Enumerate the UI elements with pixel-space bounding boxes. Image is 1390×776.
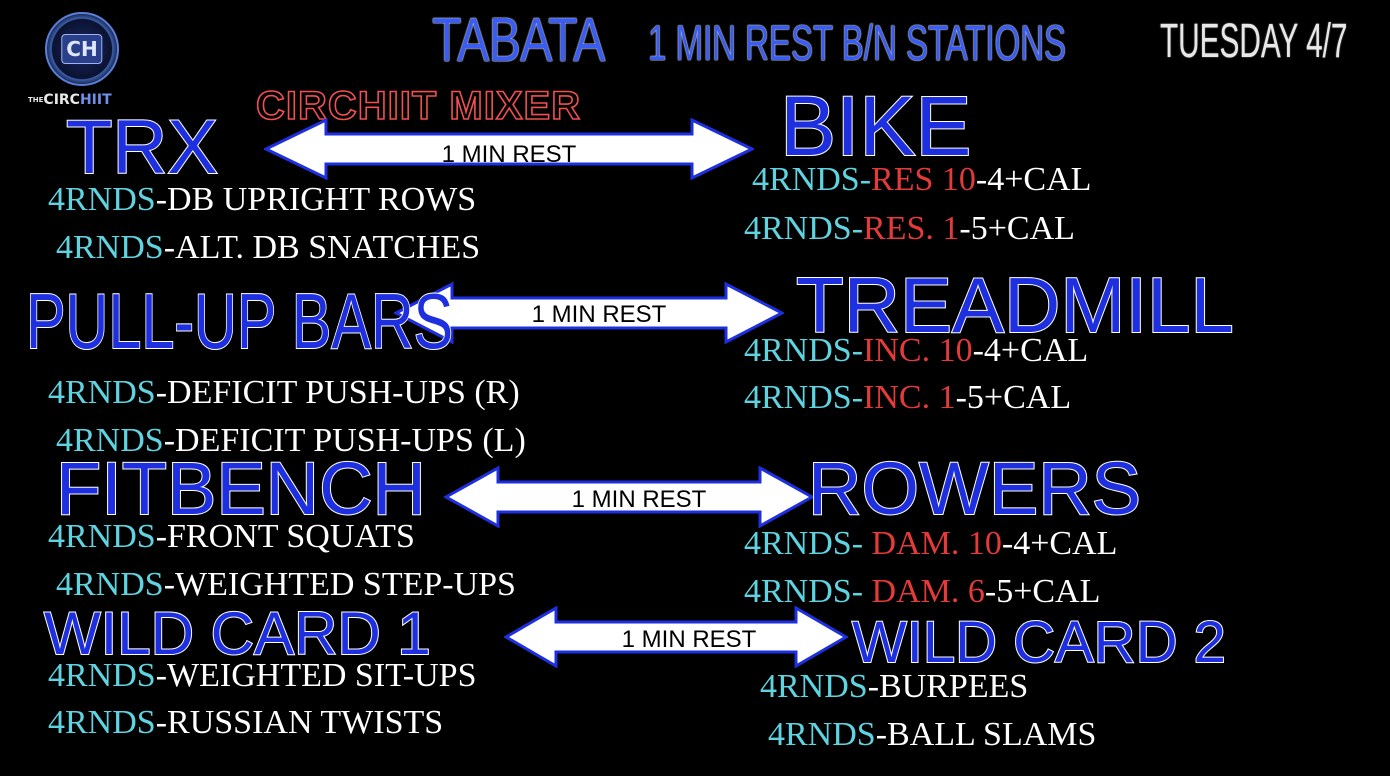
fitbench-line-1: 4RNDS-FRONT SQUATS bbox=[48, 520, 415, 554]
station-fitbench-title: FITBENCH bbox=[55, 447, 427, 530]
rounds-label: 4RNDS bbox=[48, 704, 156, 741]
exercise-text: -5+CAL bbox=[955, 379, 1072, 416]
rounds-label: 4RNDS bbox=[48, 181, 156, 218]
rest-label-2: 1 MIN REST bbox=[531, 301, 667, 328]
rounds-label: 4RNDS bbox=[48, 518, 156, 555]
bike-line-2: 4RNDS-RES. 1-5+CAL bbox=[744, 212, 1075, 246]
station-trx-title: TRX bbox=[65, 105, 219, 190]
exercise-text: -5+CAL bbox=[984, 573, 1101, 610]
rounds-label: 4RNDS- bbox=[752, 161, 872, 198]
treadmill-line-2: 4RNDS-INC. 1-5+CAL bbox=[744, 381, 1071, 415]
exercise-text: -DEFICIT PUSH-UPS (L) bbox=[163, 422, 526, 459]
rest-arrow-4 bbox=[504, 606, 848, 668]
treadmill-line-1: 4RNDS-INC. 10-4+CAL bbox=[744, 334, 1088, 368]
exercise-text: -ALT. DB SNATCHES bbox=[163, 229, 481, 266]
exercise-text: -4+CAL bbox=[972, 332, 1089, 369]
wildcard2-line-2: 4RNDS-BALL SLAMS bbox=[768, 718, 1096, 752]
rest-arrow-3 bbox=[444, 466, 814, 528]
rounds-label: 4RNDS- bbox=[744, 379, 864, 416]
brand-prefix: THE bbox=[28, 96, 44, 104]
station-wildcard1-title: WILD CARD 1 bbox=[43, 600, 432, 667]
rounds-label: 4RNDS- bbox=[744, 573, 872, 610]
rounds-label: 4RNDS bbox=[56, 229, 164, 266]
rest-label-1: 1 MIN REST bbox=[441, 141, 577, 168]
setting-label: DAM. 6 bbox=[871, 573, 985, 610]
rounds-label: 4RNDS bbox=[48, 374, 156, 411]
workout-subtitle: 1 MIN REST B/N STATIONS bbox=[648, 15, 1067, 71]
setting-label: RES. 1 bbox=[863, 210, 960, 247]
rounds-label: 4RNDS- bbox=[744, 210, 864, 247]
rounds-label: 4RNDS bbox=[760, 668, 868, 705]
exercise-text: -WEIGHTED STEP-UPS bbox=[163, 566, 516, 603]
rowers-line-2: 4RNDS- DAM. 6-5+CAL bbox=[744, 575, 1100, 609]
exercise-text: -BALL SLAMS bbox=[875, 716, 1097, 753]
rounds-label: 4RNDS bbox=[768, 716, 876, 753]
rest-arrow-2 bbox=[394, 282, 784, 344]
rounds-label: 4RNDS bbox=[48, 657, 156, 694]
setting-label: INC. 10 bbox=[863, 332, 973, 369]
exercise-text: -BURPEES bbox=[867, 668, 1029, 705]
exercise-text: -5+CAL bbox=[959, 210, 1075, 247]
setting-label: DAM. 10 bbox=[871, 525, 1002, 562]
circhiit-logo: CH bbox=[45, 12, 119, 86]
exercise-text: -FRONT SQUATS bbox=[155, 518, 415, 555]
wildcard1-line-2: 4RNDS-RUSSIAN TWISTS bbox=[48, 706, 443, 740]
pullup-line-1: 4RNDS-DEFICIT PUSH-UPS (R) bbox=[48, 376, 520, 410]
rest-label-3: 1 MIN REST bbox=[571, 486, 707, 513]
rowers-line-1: 4RNDS- DAM. 10-4+CAL bbox=[744, 527, 1117, 561]
station-rowers-title: ROWERS bbox=[807, 447, 1142, 530]
brand-accent: HIIT bbox=[79, 92, 112, 108]
wildcard2-line-1: 4RNDS-BURPEES bbox=[760, 670, 1028, 704]
exercise-text: -4+CAL bbox=[1001, 525, 1118, 562]
pullup-line-2: 4RNDS-DEFICIT PUSH-UPS (L) bbox=[56, 424, 526, 458]
logo-monogram: CH bbox=[61, 34, 103, 64]
brand-main: CIRC bbox=[43, 92, 80, 108]
exercise-text: -DEFICIT PUSH-UPS (R) bbox=[155, 374, 520, 411]
rounds-label: 4RNDS bbox=[56, 566, 164, 603]
rounds-label: 4RNDS bbox=[56, 422, 164, 459]
station-pullup-title: PULL-UP BARS bbox=[25, 277, 454, 365]
station-bike-title: BIKE bbox=[779, 79, 972, 173]
brand-wordmark: THECIRCHIIT bbox=[28, 92, 112, 108]
rounds-label: 4RNDS- bbox=[744, 525, 872, 562]
rounds-label: 4RNDS- bbox=[744, 332, 864, 369]
wildcard1-line-1: 4RNDS-WEIGHTED SIT-UPS bbox=[48, 659, 476, 693]
rest-label-4: 1 MIN REST bbox=[621, 626, 757, 653]
workout-title: TABATA bbox=[432, 6, 605, 75]
exercise-text: -WEIGHTED SIT-UPS bbox=[155, 657, 477, 694]
exercise-text: -4+CAL bbox=[975, 161, 1092, 198]
trx-line-2: 4RNDS-ALT. DB SNATCHES bbox=[56, 231, 480, 265]
exercise-text: -RUSSIAN TWISTS bbox=[155, 704, 444, 741]
station-treadmill-title: TREADMILL bbox=[795, 261, 1235, 349]
bike-line-1: 4RNDS-RES 10-4+CAL bbox=[752, 163, 1091, 197]
setting-label: INC. 1 bbox=[863, 379, 956, 416]
rest-arrow-1 bbox=[264, 118, 754, 180]
trx-line-1: 4RNDS-DB UPRIGHT ROWS bbox=[48, 183, 476, 217]
mixer-title: CIRCHIIT MIXER bbox=[255, 84, 582, 128]
setting-label: RES 10 bbox=[871, 161, 976, 198]
exercise-text: -DB UPRIGHT ROWS bbox=[155, 181, 477, 218]
workout-day: TUESDAY 4/7 bbox=[1160, 15, 1348, 68]
fitbench-line-2: 4RNDS-WEIGHTED STEP-UPS bbox=[56, 568, 516, 602]
station-wildcard2-title: WILD CARD 2 bbox=[851, 610, 1227, 675]
